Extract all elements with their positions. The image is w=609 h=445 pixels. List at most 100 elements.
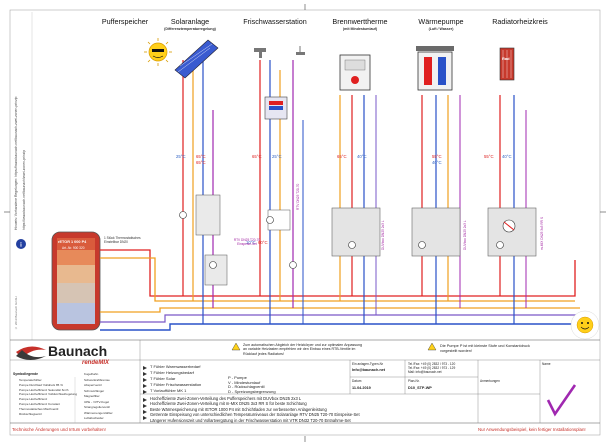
legend-item-0: Temperaturfühler <box>19 378 42 382</box>
legend-item-4: Pumpe Hocheffizienz <box>19 397 48 402</box>
baunach-logo-icon <box>16 346 46 360</box>
temp-fws-a: 65°C <box>252 154 262 159</box>
temp-rad-b: 40°C <box>502 154 512 159</box>
side-note-1: Hinweis: Vorhandene Regelungen: https://… <box>14 96 18 230</box>
temp-solar-c: 65°C <box>196 160 206 165</box>
buffer-sub: Art.-Nr. 900 320 <box>62 246 85 250</box>
temp-fws-b: 25°C <box>272 154 282 159</box>
col-title-puffer: Pufferspeicher <box>101 17 149 26</box>
meta-contact-2: Tel./Fax: +49 (0) 2832 / 973 - 129 <box>408 366 456 370</box>
sensor-right-item-2: D - Rückschlagventil <box>228 384 265 390</box>
legend-item-7: Rückschlagventil <box>19 411 42 416</box>
legend-item-6: Thermostatisches Mischventil <box>19 406 59 411</box>
solar-unit-sub: Einspeise-Set <box>237 242 257 246</box>
note-pump-a: Die Pumpe P <box>440 344 463 348</box>
sensor-item-2: T Fühler Solar <box>150 376 176 381</box>
temp-fws-low-a: 10°C <box>246 240 256 245</box>
product-lines: Hocheffiziente Zwei-Zonen-Verteilung des… <box>150 396 475 423</box>
legend-item-3: Pumpe Hocheffizienz Volldurchlaufregelun… <box>19 392 77 397</box>
legend-item-b-0: Kugelhahn <box>84 372 99 376</box>
legend-item-b-6: Strangregulierventil <box>84 405 110 409</box>
note-pump: Die Pumpe P ist mit kleinste Stufe und K… <box>440 344 540 353</box>
legend-item-b-8: Luftabscheider <box>84 416 104 420</box>
meta-remarks-label: Anmerkungen <box>480 379 500 383</box>
temp-rad-a: 55°C <box>484 154 494 159</box>
side-note-2: https://www.baunach.net/baunach/zwei-zon… <box>22 149 26 230</box>
meta-date: 11.04.2019 <box>352 386 371 390</box>
legend-item-b-4: Magnetfilter <box>84 394 100 398</box>
legend-item-2: Pumpe Hocheffizienz Sekundär 6m/h <box>19 387 69 392</box>
solar-station <box>195 194 221 236</box>
sensor-right-item-3: D - Spreizungsbegrenzung <box>228 388 276 394</box>
temp-wp-b: 40°C <box>432 160 442 165</box>
legend-item-b-1: Schwerkraftbremse <box>84 377 110 382</box>
solar-collector <box>174 39 219 79</box>
col-title-bw: Brennwerttherme <box>332 17 388 26</box>
fws-unit-label: RTV DN25 T20-70 <box>296 183 300 210</box>
temp-solar-a: 25°C <box>176 154 186 159</box>
legend-item-b-2: Absperrventil <box>84 383 102 387</box>
mmix-rad <box>487 207 537 257</box>
buffer-name: rETOR 1 000 P4 <box>58 240 87 244</box>
product-line-1: Hocheffiziente Zwei-Zonen-Verteilung mit… <box>150 401 307 407</box>
brand-name: Baunach <box>48 343 108 359</box>
sensor-item-0: T Fühler Warmwasserbedarf <box>150 364 201 369</box>
col-title-rad: Radiatorheizkreis <box>492 17 548 26</box>
col-title-solar: Solaranlage <box>170 17 210 26</box>
col-sub-wp: (Luft / Wasser) <box>428 27 454 31</box>
solar-unit-name: RTV DN25 T20-70 <box>233 238 261 242</box>
temp-bw-b: 40°C <box>357 154 367 159</box>
heat-pump-icon <box>416 46 454 91</box>
note-pump-b: ist mit kleinste Stufe und Konstantdruck… <box>440 344 530 353</box>
product-line-2: Beste Wärmespeicherung mit rETOR 1000 P4… <box>150 406 327 412</box>
sensor-item-4: T Vorlauffühler MK 1 <box>150 388 187 393</box>
sun-icon <box>144 38 172 66</box>
meta-contact-1: Tel./Fax: +49 (0) 2832 / 973 - 120 <box>408 362 456 366</box>
warning-icon <box>231 342 241 351</box>
legend-item-b-3: Schmutzfänger <box>84 388 105 393</box>
wp-unit-label: DUVbox DN25 2x3 L <box>463 220 467 250</box>
shower-icon <box>296 46 305 55</box>
svg-text:i: i <box>20 243 22 249</box>
meta-plan-label: Plan-Nr. <box>408 379 420 383</box>
duvbox-wp <box>411 207 461 257</box>
product-line-4: Längerer Hufensionszeit und Vollartvergü… <box>150 417 351 423</box>
brand-sub: rendeMIX <box>82 360 110 366</box>
meta-name-label: Name <box>542 362 551 366</box>
tap-icon <box>254 48 266 58</box>
radiator-icon <box>499 47 515 81</box>
smiley-badge-icon <box>570 310 600 340</box>
temp-wp-a: 55°C <box>432 154 442 159</box>
meta-author: Info@baunach.net <box>352 368 386 372</box>
temp-bw-a: 65°C <box>337 154 347 159</box>
col-title-fws: Frischwasserstation <box>243 17 307 26</box>
temp-fws-low-b: 60°C <box>258 240 268 245</box>
check-icon <box>546 384 577 417</box>
meta-date-label: Datum <box>352 379 362 383</box>
col-sub-bw: (mit Mindestumlauf) <box>342 27 378 31</box>
product-line-0: Hocheffiziente Zwei-Zonen-Verteilung des… <box>150 396 302 401</box>
sensor-right-item-0: P - Pumpe <box>228 375 247 380</box>
footer-right: Nur Anwendungsbeispiel, kein fertiger In… <box>478 427 586 432</box>
bw-unit-label: DUVbox DN25 2x3 L <box>381 220 385 250</box>
legend-item-b-5: UPE - / RTV-Kugel <box>84 399 109 404</box>
sensor-item-1: T Fühler Heizungsbedarf <box>150 370 194 375</box>
legend-item-b-7: Wärmemengenzähler <box>84 410 113 415</box>
boiler-icon <box>339 54 371 91</box>
meta-author-label: Ein anlagen-Typen-Nr <box>352 362 384 366</box>
note-radiator-valve: Zum automatischen Abgleich der Heizkörpe… <box>243 343 363 356</box>
legend-title: Symbollegende <box>13 372 39 376</box>
sensor-right-item-1: V - Mindestumlauf <box>228 379 261 385</box>
meta-contact-3: Mail: info@baunach.net <box>408 370 442 374</box>
temp-solar-b: 65°C <box>196 154 206 159</box>
legend-item-1: Pumpe Durchlauf Volldruck 85 % <box>19 382 63 387</box>
buffer-tank <box>51 231 101 331</box>
sensor-item-3: T Fühler Frischwasserstation <box>150 382 202 387</box>
rad-red-label: Rad <box>502 56 510 61</box>
